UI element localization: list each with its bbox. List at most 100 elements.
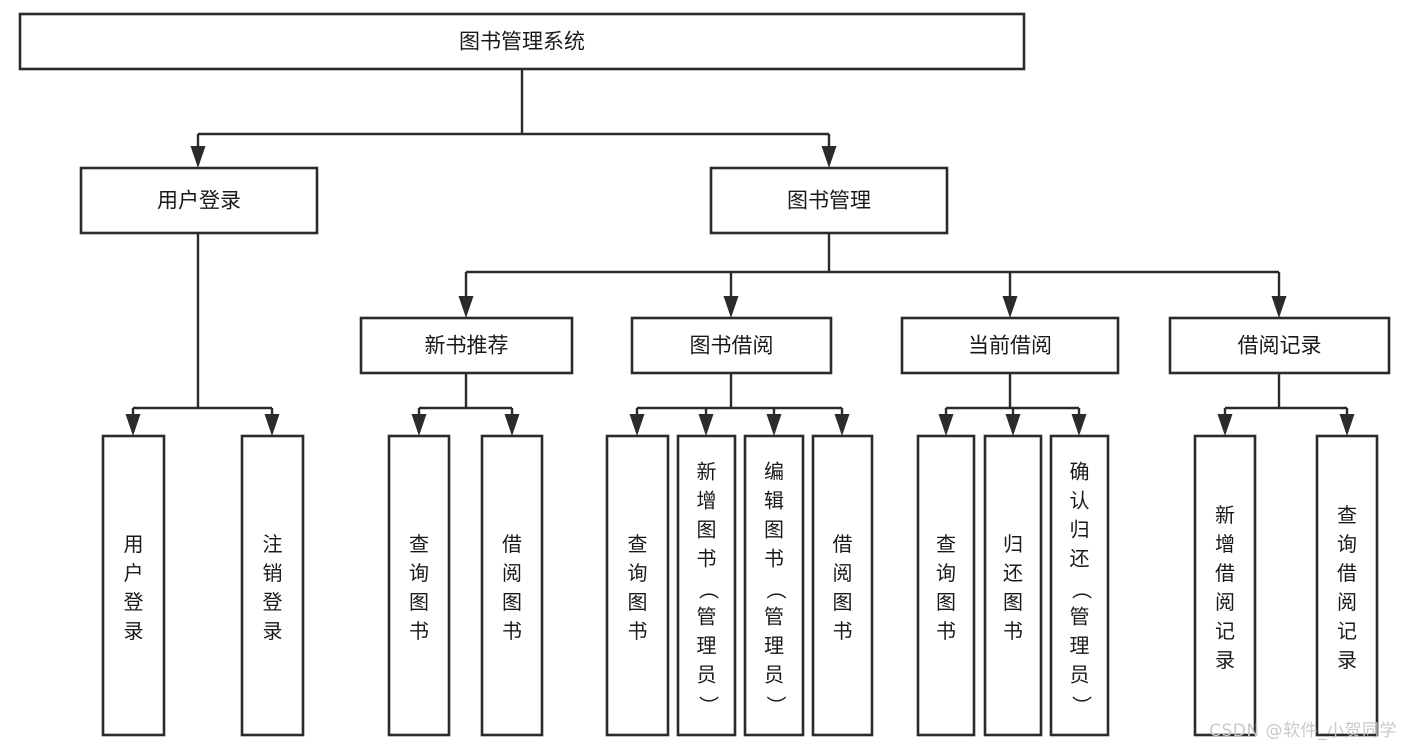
label-char: 录 [124,619,144,643]
label-char: 员 [1070,663,1090,687]
leaf-box[interactable] [811,434,874,737]
label-char: 归 [1070,518,1090,542]
label-char: 书 [628,619,648,643]
submodule-box[interactable] [900,316,1120,375]
submodule-node[interactable]: 图书借阅 [630,316,833,375]
label-char: 理 [697,634,717,658]
leaf-box[interactable] [480,434,544,737]
arrow-head-icon [458,296,474,318]
label-char: 编 [764,460,784,484]
node-layer: 图书管理系统用户登录图书管理新书推荐图书借阅当前借阅借阅记录用户登录注销登录查询… [18,12,1391,737]
leaf-box[interactable] [101,434,166,737]
arrow-head-icon [1002,296,1018,318]
label-char: 还 [1070,547,1090,571]
label-char: 图 [409,590,429,614]
submodule-box[interactable] [630,316,833,375]
submodule-box[interactable] [359,316,574,375]
label-char: 增 [1215,532,1235,556]
arrow-head-icon [723,296,739,318]
label-char: 录 [1215,648,1235,672]
submodule-node[interactable]: 新书推荐 [359,316,574,375]
root-label: 图书管理系统 [459,30,585,54]
root-box[interactable] [18,12,1026,71]
label-char: 户 [124,561,144,585]
label-char: 员 [697,663,717,687]
label-char: 书 [833,619,853,643]
arrow-head-icon [1339,414,1355,436]
label-char: 管 [697,605,717,629]
submodule-label: 借阅记录 [1238,334,1322,358]
label-char: 记 [1215,619,1235,643]
leaf-box[interactable] [1049,434,1110,737]
connector-newbook-to-leaves [411,373,520,436]
label-char: 阅 [833,561,853,585]
label-char: 图 [628,590,648,614]
root-node[interactable]: 图书管理系统 [18,12,1026,71]
label-char: 增 [697,489,717,513]
label-char: （ [697,580,721,600]
label-char: 查 [936,532,956,556]
leaf-box[interactable] [605,434,670,737]
leaf-node[interactable]: 用户登录 [101,434,166,737]
leaf-box[interactable] [983,434,1043,737]
module-label: 用户登录 [157,189,241,213]
module-box[interactable] [709,166,949,235]
leaf-box[interactable] [1193,434,1257,737]
label-char: 询 [409,561,429,585]
arrow-head-icon [190,146,206,168]
label-char: 还 [1003,561,1023,585]
leaf-box[interactable] [676,434,737,737]
submodule-node[interactable]: 借阅记录 [1168,316,1391,375]
label-char: 用 [124,532,144,556]
label-char: 辑 [764,489,784,513]
label-char: 图 [936,590,956,614]
label-char: 管 [764,605,784,629]
label-char: ） [764,696,788,716]
label-char: 阅 [1337,590,1357,614]
label-char: 借 [1215,561,1235,585]
label-char: 询 [936,561,956,585]
label-char: 借 [1337,561,1357,585]
leaf-box[interactable] [387,434,451,737]
module-node[interactable]: 图书管理 [709,166,949,235]
leaf-box[interactable] [743,434,805,737]
arrow-head-icon [629,414,645,436]
label-char: 录 [1337,648,1357,672]
label-char: 归 [1003,532,1023,556]
leaf-box[interactable] [240,434,305,737]
label-char: 书 [764,547,784,571]
module-node[interactable]: 用户登录 [79,166,319,235]
label-char: 理 [764,634,784,658]
label-char: 图 [697,518,717,542]
submodule-node[interactable]: 当前借阅 [900,316,1120,375]
leaf-box[interactable] [916,434,976,737]
label-char: 注 [263,532,283,556]
module-box[interactable] [79,166,319,235]
leaf-box[interactable] [1315,434,1379,737]
label-char: ） [697,696,721,716]
label-char: 书 [502,619,522,643]
label-char: 员 [764,663,784,687]
label-char: 确 [1070,460,1090,484]
submodule-box[interactable] [1168,316,1391,375]
